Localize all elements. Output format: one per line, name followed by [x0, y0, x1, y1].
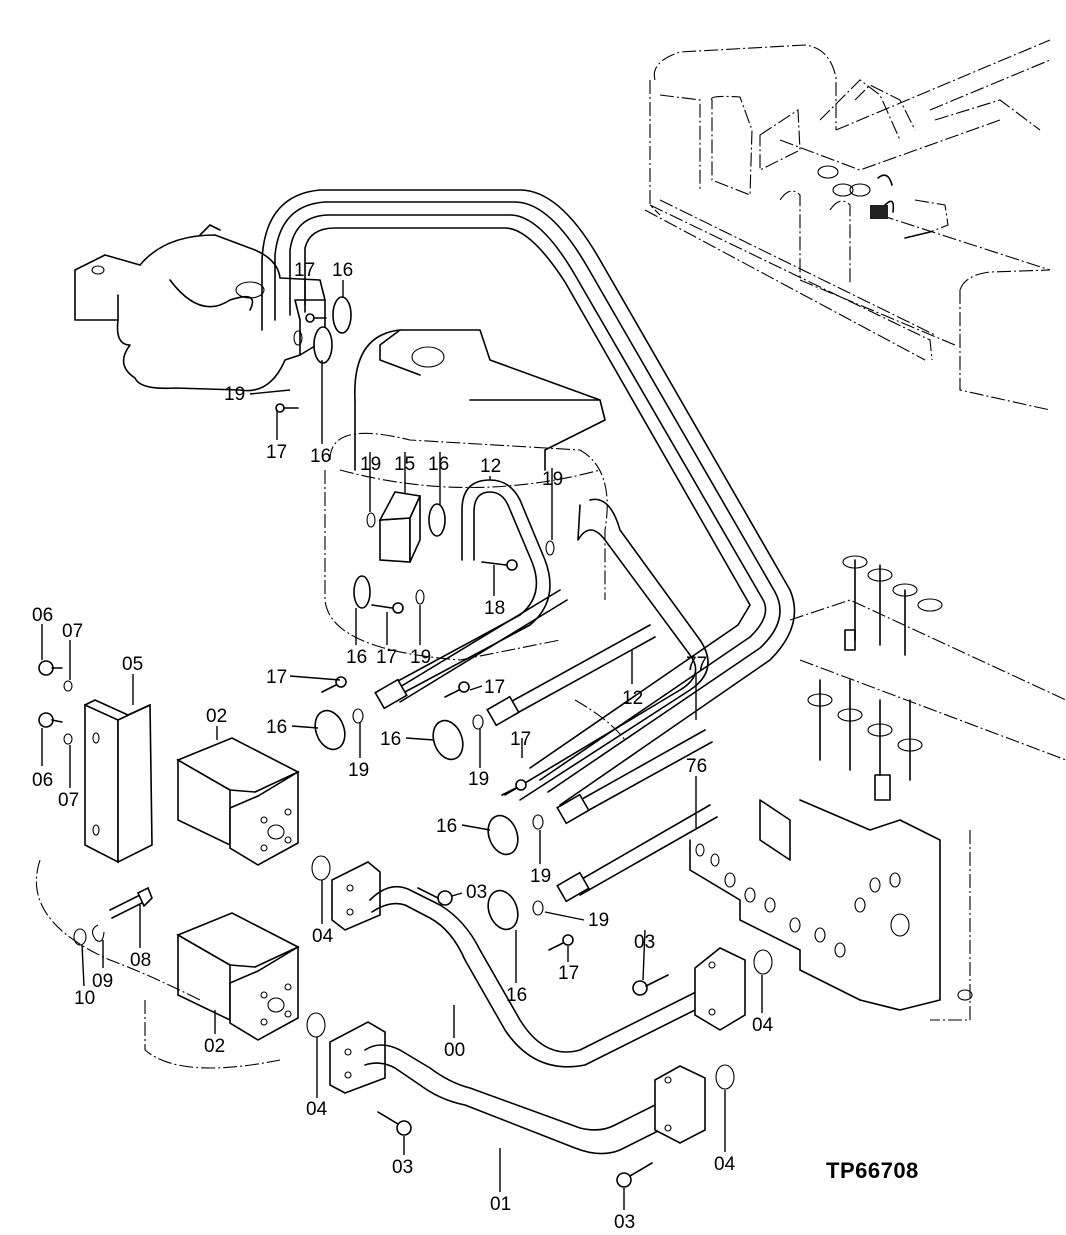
callout-label: 15 — [394, 454, 415, 475]
callout-label: 04 — [714, 1154, 736, 1175]
callout-leader-line — [451, 892, 463, 897]
callout-label: 03 — [466, 882, 487, 903]
block-02-upper — [176, 737, 300, 866]
callout-leader-line — [289, 675, 341, 681]
callout-label: 19 — [542, 469, 563, 490]
callout-label: 19 — [468, 769, 489, 790]
callout-leader-line — [249, 389, 291, 395]
callout-label: 19 — [410, 647, 431, 668]
base-outline — [35, 859, 201, 1001]
callout-label: 19 — [348, 760, 369, 781]
callout-label: 06 — [32, 605, 53, 626]
callout-label: 12 — [622, 688, 643, 709]
callout-label: 19 — [224, 384, 245, 405]
split-flanges-16 — [313, 296, 519, 931]
pipe-01 — [329, 1021, 706, 1155]
callout-label: 00 — [444, 1040, 465, 1061]
callout-label: 16 — [506, 985, 527, 1006]
pipe-00 — [331, 861, 746, 1068]
callout-label: 04 — [752, 1015, 774, 1036]
auxiliary-pump-illustration — [74, 224, 326, 392]
callout-label: 17 — [510, 729, 531, 750]
callout-leader-line — [461, 824, 491, 831]
callout-label: 19 — [360, 454, 381, 475]
callout-label: 04 — [312, 926, 334, 947]
callout-label: 05 — [122, 654, 143, 675]
callout-label: 16 — [266, 717, 287, 738]
callout-label: 16 — [332, 260, 353, 281]
callout-label: 17 — [294, 260, 315, 281]
callout-label: 07 — [62, 621, 83, 642]
callout-label: 16 — [436, 816, 457, 837]
excavator-inset-illustration — [644, 39, 1051, 411]
callout-label: 02 — [206, 706, 227, 727]
hose-ends — [374, 589, 718, 903]
callout-label: 16 — [428, 454, 449, 475]
hose-loop-77-76 — [261, 189, 796, 806]
control-valve-illustration — [689, 555, 1066, 1021]
callout-label: 02 — [204, 1036, 225, 1057]
callout-label: 16 — [380, 729, 401, 750]
callout-label: 04 — [306, 1099, 328, 1120]
callout-label: 77 — [686, 654, 707, 675]
callout-leader-line — [405, 737, 435, 741]
callout-label: 03 — [634, 932, 655, 953]
callout-label: 76 — [686, 756, 707, 777]
callout-leader-line — [544, 911, 585, 921]
main-pump-illustration — [324, 329, 626, 741]
o-rings — [63, 330, 773, 1090]
callout-labels: 17 16 19 17 16 19 15 16 12 19 18 16 17 1… — [32, 260, 774, 1233]
callout-label: 07 — [58, 790, 79, 811]
figure-id: TP66708 — [826, 1158, 919, 1183]
callout-label: 18 — [484, 598, 505, 619]
bolts — [38, 313, 669, 1188]
block-02-lower — [176, 912, 300, 1041]
base-outline-lower — [144, 1000, 281, 1069]
block-15 — [378, 491, 422, 563]
callout-label: 08 — [130, 950, 151, 971]
callout-label: 09 — [92, 971, 113, 992]
callout-label: 16 — [346, 647, 367, 668]
callout-label: 17 — [266, 667, 287, 688]
callout-label: 03 — [392, 1157, 413, 1178]
callout-label: 06 — [32, 770, 53, 791]
callout-label: 01 — [490, 1194, 511, 1215]
callout-label: 17 — [266, 442, 287, 463]
callout-leader-line — [291, 725, 319, 729]
callout-leader-line — [81, 944, 85, 987]
callout-label: 17 — [376, 647, 397, 668]
bracket-05 — [84, 699, 153, 864]
callout-leader-line — [469, 685, 483, 691]
callout-label: 19 — [588, 910, 609, 931]
callout-label: 17 — [558, 963, 579, 984]
callout-leader-line — [642, 929, 646, 981]
callout-label: 03 — [614, 1212, 635, 1233]
callout-label: 10 — [74, 988, 95, 1009]
callout-leaders — [41, 280, 763, 1210]
callout-label: 16 — [310, 446, 331, 467]
callout-label: 17 — [484, 677, 505, 698]
tube-12-upper — [384, 479, 551, 701]
callout-label: 12 — [480, 456, 501, 477]
callout-label: 19 — [530, 866, 551, 887]
